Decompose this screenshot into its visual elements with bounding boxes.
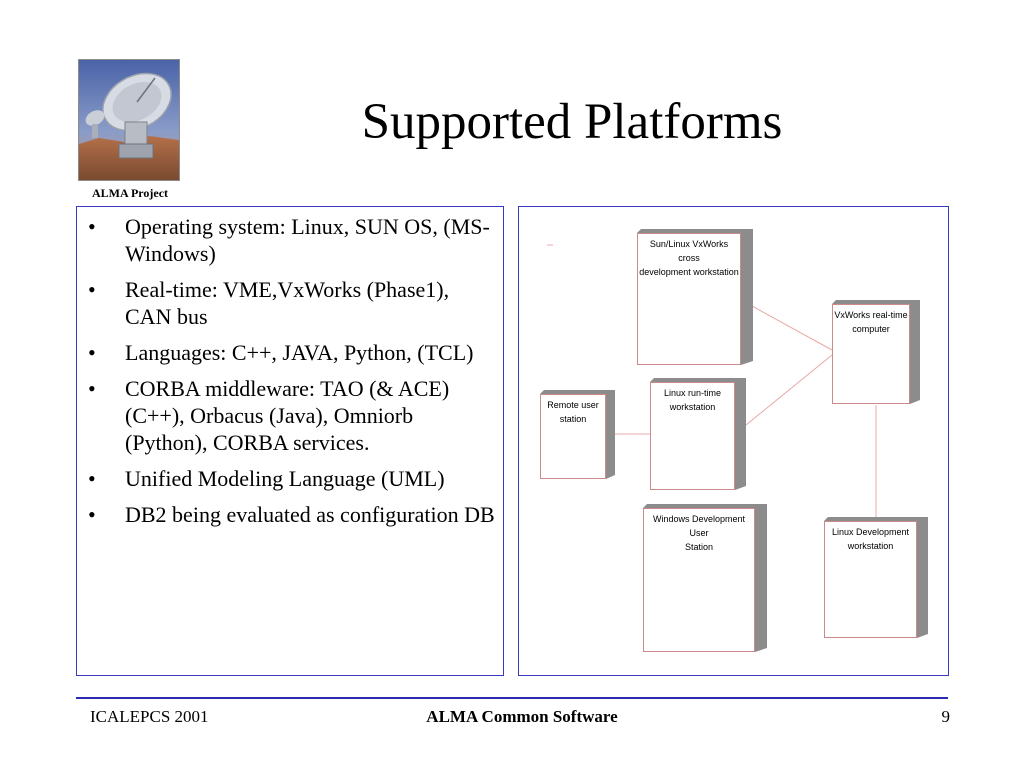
node-face: VxWorks real-time computer bbox=[832, 304, 910, 404]
bullet-dot: • bbox=[88, 340, 96, 365]
bullet-item: • Operating system: Linux, SUN OS, (MS-Wi… bbox=[77, 213, 503, 267]
footer-divider bbox=[76, 697, 948, 699]
node-face: Sun/Linux VxWorks cross development work… bbox=[637, 233, 741, 365]
antenna-image bbox=[79, 60, 179, 180]
node-label-line1: Windows Development User bbox=[652, 514, 746, 538]
node-label-line2: Station bbox=[684, 542, 714, 552]
bullet-dot: • bbox=[88, 466, 96, 491]
logo-caption: ALMA Project bbox=[91, 186, 169, 200]
deployment-diagram: Sun/Linux VxWorks cross development work… bbox=[518, 206, 949, 676]
node-windows-development-station: Windows Development User Station bbox=[643, 504, 767, 652]
node-label-line1: Remote user bbox=[547, 400, 599, 410]
bullet-text: Real-time: VME,VxWorks (Phase1), CAN bus bbox=[125, 277, 450, 329]
bullet-item: • Real-time: VME,VxWorks (Phase1), CAN bu… bbox=[77, 276, 503, 330]
bullet-item: • Unified Modeling Language (UML) bbox=[77, 465, 503, 492]
node-label-line2: workstation bbox=[669, 402, 716, 412]
bullet-dot: • bbox=[88, 214, 96, 239]
node-face: Remote user station bbox=[540, 394, 606, 479]
bullet-item: • DB2 being evaluated as configuration DB bbox=[77, 501, 503, 528]
bullet-text: Languages: C++, JAVA, Python, (TCL) bbox=[125, 340, 474, 365]
node-3d-shadow bbox=[832, 300, 920, 404]
node-vxworks-computer: VxWorks real-time computer bbox=[832, 300, 920, 404]
bullet-text: CORBA middleware: TAO (& ACE) (C++), Orb… bbox=[125, 376, 450, 455]
alma-antenna-logo bbox=[78, 59, 180, 181]
node-label-line1: VxWorks real-time bbox=[834, 310, 908, 320]
node-label-line2: development workstation bbox=[639, 267, 739, 277]
node-face: Linux run-time workstation bbox=[650, 382, 735, 490]
bullet-panel: • Operating system: Linux, SUN OS, (MS-Wi… bbox=[76, 206, 504, 676]
node-linux-runtime-workstation: Linux run-time workstation bbox=[650, 378, 746, 490]
node-3d-shadow bbox=[540, 390, 615, 479]
node-3d-shadow bbox=[637, 229, 753, 365]
node-3d-shadow bbox=[650, 378, 746, 490]
node-label-line1: Sun/Linux VxWorks cross bbox=[649, 239, 729, 263]
slide-title: Supported Platforms bbox=[361, 94, 783, 150]
node-face: Linux Development workstation bbox=[824, 521, 917, 638]
node-label-line1: Linux run-time bbox=[663, 388, 722, 398]
bullet-text: DB2 being evaluated as configuration DB bbox=[125, 502, 495, 527]
bullet-list: • Operating system: Linux, SUN OS, (MS-Wi… bbox=[77, 213, 503, 537]
node-face: Windows Development User Station bbox=[643, 508, 755, 652]
bullet-text: Unified Modeling Language (UML) bbox=[125, 466, 445, 491]
node-label-line1: Linux Development bbox=[831, 527, 910, 537]
node-label-line2: workstation bbox=[847, 541, 894, 551]
link-runtime-to-vxworks bbox=[745, 354, 833, 426]
footer-conference: ICALEPCS 2001 bbox=[90, 707, 209, 726]
bullet-text: Operating system: Linux, SUN OS, (MS-Win… bbox=[125, 214, 490, 266]
node-linux-development-workstation: Linux Development workstation bbox=[824, 517, 928, 638]
bullet-dot: • bbox=[88, 376, 96, 401]
node-label-line2: computer bbox=[852, 324, 890, 334]
node-label-line2: station bbox=[559, 414, 587, 424]
node-remote-user-station: Remote user station bbox=[540, 390, 615, 479]
node-3d-shadow bbox=[824, 517, 928, 638]
link-sun-to-vxworks bbox=[740, 299, 833, 351]
bullet-dot: • bbox=[88, 502, 96, 527]
footer-title: ALMA Common Software bbox=[426, 707, 618, 726]
bullet-item: • CORBA middleware: TAO (& ACE) (C++), Or… bbox=[77, 375, 503, 456]
page-number: 9 bbox=[941, 707, 951, 726]
bullet-dot: • bbox=[88, 277, 96, 302]
node-sun-linux-workstation: Sun/Linux VxWorks cross development work… bbox=[637, 229, 753, 365]
bullet-item: • Languages: C++, JAVA, Python, (TCL) bbox=[77, 339, 503, 366]
diagram-connectors bbox=[547, 244, 877, 519]
